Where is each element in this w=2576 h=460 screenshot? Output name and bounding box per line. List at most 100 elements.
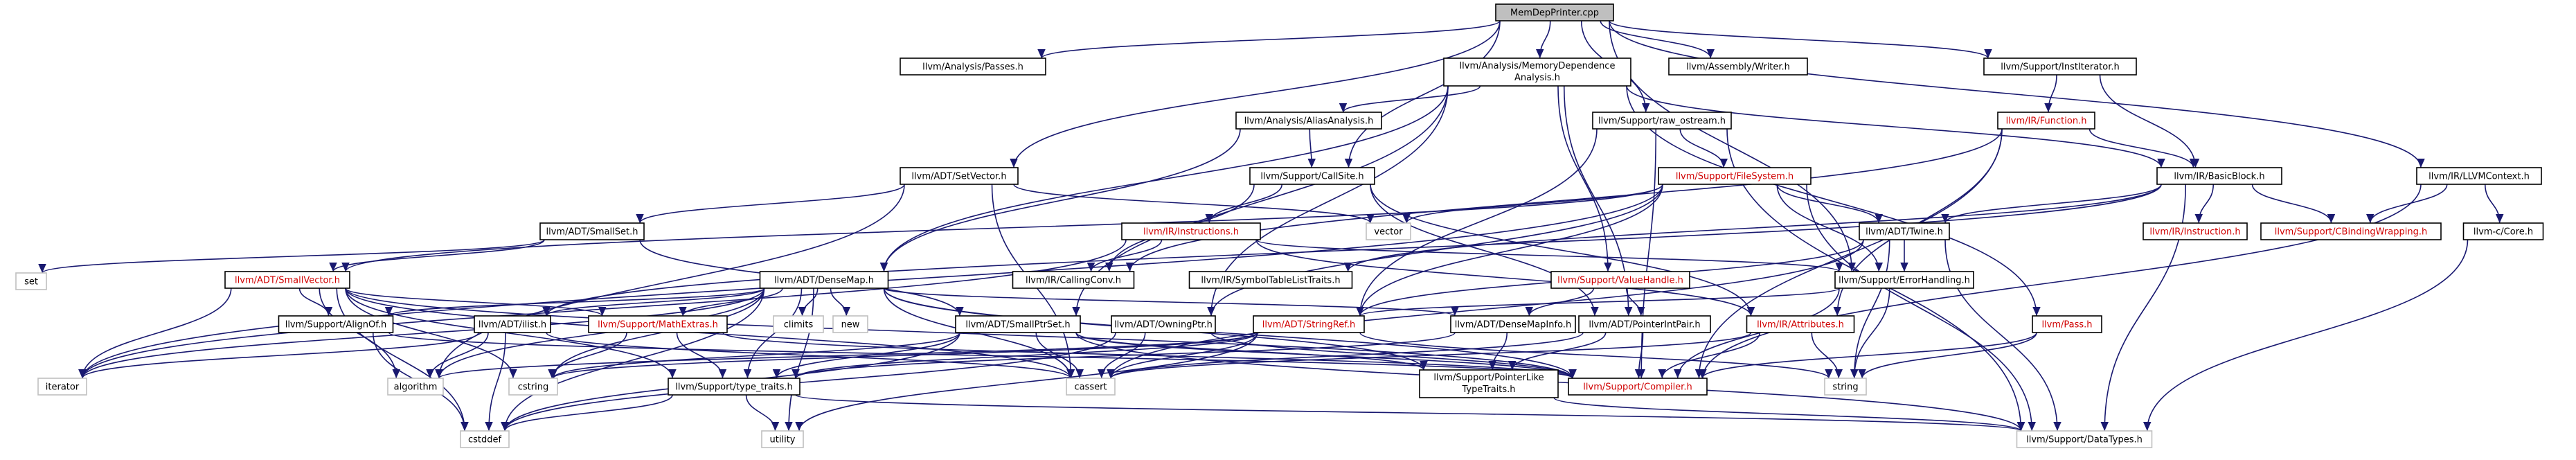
edge-root-to-passes [1037,20,1501,59]
edge-smallset-to-smallvector [329,239,545,272]
node-llvmctx[interactable]: llvm/IR/LLVMContext.h [2416,167,2542,185]
node-smallset[interactable]: llvm/ADT/SmallSet.h [539,222,645,240]
node-insti[interactable]: llvm/Support/InstIterator.h [1983,57,2137,76]
node-box [460,430,510,448]
node-box [37,378,87,396]
node-label: llvm/IR/LLVMContext.h [2429,172,2530,182]
node-errhandling[interactable]: llvm/Support/ErrorHandling.h [1834,271,1974,289]
node-box [773,315,824,333]
edge-basicblock-to-instruction [2194,184,2215,224]
edge-densemap-to-utility [785,288,814,432]
node-box [1121,222,1261,240]
node-box [900,57,1046,76]
node-box [1746,315,1855,333]
edge-function-to-compiler [1694,128,2003,379]
edge-root-to-mda [1535,20,1551,59]
node-callingconv[interactable]: llvm/IR/CallingConv.h [1012,271,1135,289]
node-box [1834,271,1974,289]
node-utility: utility [761,430,804,448]
node-box [1012,271,1135,289]
node-box [1235,112,1382,130]
edge-root-to-insti [1609,20,1992,59]
node-label: llvm/Support/CallSite.h [1260,172,1363,182]
node-new: new [832,315,868,333]
node-filesystem[interactable]: llvm/Support/FileSystem.h [1658,167,1812,185]
edge-setvector-to-smallset [636,184,905,224]
node-twine[interactable]: llvm/ADT/Twine.h [1859,222,1950,240]
edge-aa-to-callsite [1307,128,1316,168]
node-smallvector[interactable]: llvm/ADT/SmallVector.h [224,271,350,289]
node-box [224,271,350,289]
edge-smallset-to-set [38,239,545,274]
node-setvector[interactable]: llvm/ADT/SetVector.h [900,167,1019,185]
node-symtab[interactable]: llvm/IR/SymbolTableListTraits.h [1188,271,1353,289]
node-rawos[interactable]: llvm/Support/raw_ostream.h [1592,112,1732,130]
node-alignof[interactable]: llvm/Support/AlignOf.h [278,315,394,333]
node-ilist[interactable]: llvm/ADT/ilist.h [474,315,551,333]
node-function[interactable]: llvm/IR/Function.h [1997,112,2095,130]
node-label: cstddef [468,435,502,445]
node-box [761,430,804,448]
node-label: llvm/IR/Instruction.h [2149,227,2240,238]
node-box [668,378,800,396]
node-layer: MemDepPrinter.cpp llvm/Analysis/Passes.h l… [15,3,2544,448]
edge-typetraits-to-datatypes [795,394,2025,432]
node-instructions[interactable]: llvm/IR/Instructions.h [1121,222,1261,240]
node-label: llvm/Support/PointerLike [1433,373,1544,383]
node-label: llvm/ADT/Twine.h [1866,227,1943,238]
node-label: llvm/Analysis/MemoryDependence [1460,61,1616,71]
node-label: new [841,320,860,330]
node-smallptrset[interactable]: llvm/ADT/SmallPtrSet.h [955,315,1081,333]
edge-pass-to-compiler [1698,332,2037,379]
node-label: llvm/ADT/StringRef.h [1262,320,1355,330]
node-box [1578,315,1711,333]
node-instruction[interactable]: llvm/IR/Instruction.h [2143,222,2248,240]
edge-filesystem-to-datatypes [1806,184,2036,432]
node-label: llvm/IR/SymbolTableListTraits.h [1201,276,1340,286]
node-valuehandle[interactable]: llvm/Support/ValueHandle.h [1550,271,1690,289]
node-aa[interactable]: llvm/Analysis/AliasAnalysis.h [1235,112,1382,130]
node-box [2416,167,2542,185]
edge-errhandling-to-string [1850,288,1890,379]
edge-ptrintpair-to-ptrlike [1508,332,1607,371]
node-mathextras[interactable]: llvm/Support/MathExtras.h [588,315,728,333]
node-densemapinfo[interactable]: llvm/ADT/DenseMapInfo.h [1450,315,1576,333]
node-attributes[interactable]: llvm/IR/Attributes.h [1746,315,1855,333]
node-owningptr[interactable]: llvm/ADT/OwningPtr.h [1111,315,1216,333]
node-label: llvm/Support/AlignOf.h [285,320,387,330]
node-densemap[interactable]: llvm/ADT/DenseMap.h [759,271,889,289]
edge-twine-to-datatypes [1944,239,2061,432]
node-box [2462,222,2544,240]
node-datatypes: llvm/Support/DataTypes.h [2016,430,2153,448]
node-box [2260,222,2442,240]
node-pass[interactable]: llvm/Pass.h [2032,315,2102,333]
node-box [2016,430,2153,448]
node-label: MemDepPrinter.cpp [1510,8,1599,19]
edge-ilist-to-cstddef [485,332,506,432]
edge-smallptrset-to-cstring [549,332,960,379]
node-box [1983,57,2137,76]
node-label: llvm/IR/BasicBlock.h [2174,172,2264,182]
node-ptrintpair[interactable]: llvm/ADT/PointerIntPair.h [1578,315,1711,333]
edge-ccore-to-datatypes [2143,239,2469,432]
node-label: llvm/Assembly/Writer.h [1686,62,1790,73]
node-cbw[interactable]: llvm/Support/CBindingWrapping.h [2260,222,2442,240]
node-compiler[interactable]: llvm/Support/Compiler.h [1568,378,1708,396]
node-box [1658,167,1812,185]
node-typetraits[interactable]: llvm/Support/type_traits.h [668,378,800,396]
node-passes[interactable]: llvm/Analysis/Passes.h [900,57,1046,76]
node-ccore[interactable]: llvm-c/Core.h [2462,222,2544,240]
edge-densemap-to-ilist [542,288,765,317]
node-callsite[interactable]: llvm/Support/CallSite.h [1249,167,1375,185]
edge-filesystem-to-owningptr [1207,184,1663,317]
node-stringref[interactable]: llvm/ADT/StringRef.h [1253,315,1365,333]
edge-stringref-to-typetraits [791,332,1258,379]
edge-densemap-to-new [830,288,851,317]
node-box [1668,57,1808,76]
node-label: llvm/IR/Instructions.h [1143,227,1239,238]
node-basicblock[interactable]: llvm/IR/BasicBlock.h [2156,167,2282,185]
node-box [1066,378,1116,396]
node-asmwriter[interactable]: llvm/Assembly/Writer.h [1668,57,1808,76]
